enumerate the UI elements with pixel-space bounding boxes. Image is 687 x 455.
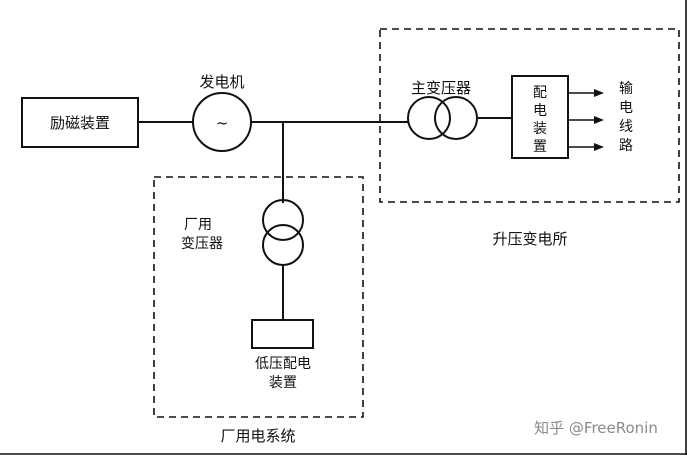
transmission-line-char-3: 线: [619, 119, 633, 135]
transmission-line-char-1: 输: [619, 81, 633, 97]
station-transformer-label-line1: 厂用: [184, 217, 212, 233]
lv-device-label-line1: 低压配电: [255, 356, 311, 372]
excitation-device-label: 励磁装置: [50, 114, 110, 132]
generator-label: 发电机: [199, 73, 244, 91]
substation-region: [379, 28, 680, 203]
station-power-region: [153, 176, 364, 418]
generator-tilde: ~: [216, 114, 229, 132]
transmission-line-char-4: 路: [619, 138, 633, 154]
main-transformer-label: 主变压器: [411, 79, 471, 97]
main-transformer-right-coil: [434, 96, 478, 140]
dist-device-char-1: 配: [533, 85, 547, 101]
dist-device-char-3: 装: [533, 121, 547, 137]
transmission-line-char-2: 电: [619, 100, 633, 116]
lv-device-label-line2: 装置: [269, 375, 297, 391]
lv-device-box: [251, 319, 314, 349]
station-transformer-upper-coil: [262, 199, 304, 241]
station-transformer-label-line2: 变压器: [181, 236, 223, 252]
dist-device-box: [511, 75, 569, 159]
output-arrow-3-head: [594, 143, 604, 151]
dist-device-char-2: 电: [533, 103, 547, 119]
main-transformer-left-coil: [407, 96, 451, 140]
substation-region-label: 升压变电所: [492, 230, 567, 248]
watermark: 知乎 @FreeRonin: [534, 419, 658, 437]
output-arrow-1-head: [594, 89, 604, 97]
output-arrow-2-head: [594, 116, 604, 124]
dist-device-char-4: 置: [533, 139, 547, 155]
station-transformer-lower-coil: [262, 224, 304, 266]
station-power-region-label: 厂用电系统: [220, 427, 295, 445]
